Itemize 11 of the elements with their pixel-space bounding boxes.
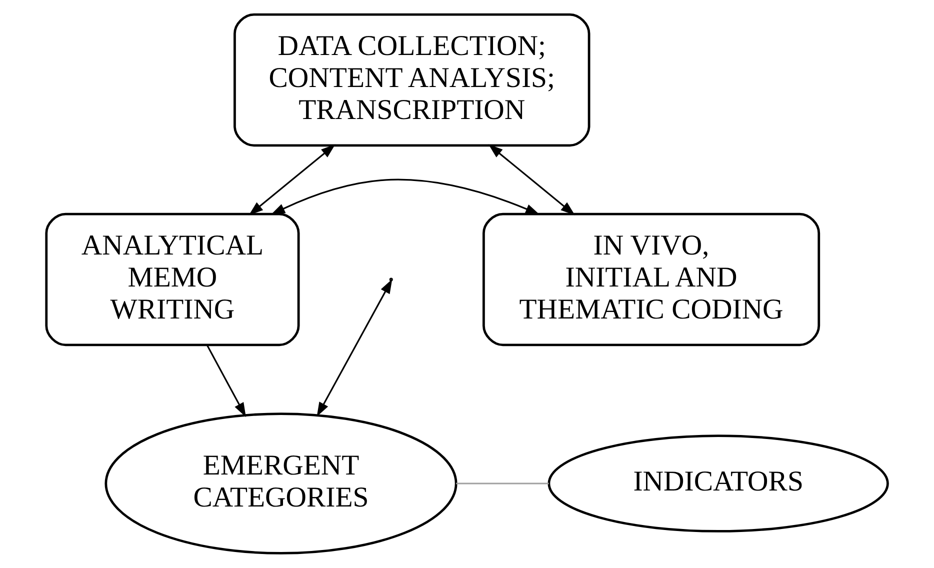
node-ellipse: EMERGENT CATEGORIES: [104, 412, 458, 554]
arrow: [488, 144, 575, 216]
node-ellipse: INDICATORS: [548, 434, 889, 532]
arrow: [206, 344, 246, 418]
node-box: IN VIVO, INITIAL AND THEMATIC CODING: [482, 212, 820, 346]
arrow: [316, 279, 392, 417]
arrow: [248, 144, 336, 216]
arrow: [270, 178, 540, 215]
node-box: DATA COLLECTION; CONTENT ANALYSIS; TRANSCRIPTION: [234, 13, 590, 147]
connector: [456, 482, 549, 484]
node-box: ANALYTICAL MEMO WRITING: [45, 212, 300, 346]
